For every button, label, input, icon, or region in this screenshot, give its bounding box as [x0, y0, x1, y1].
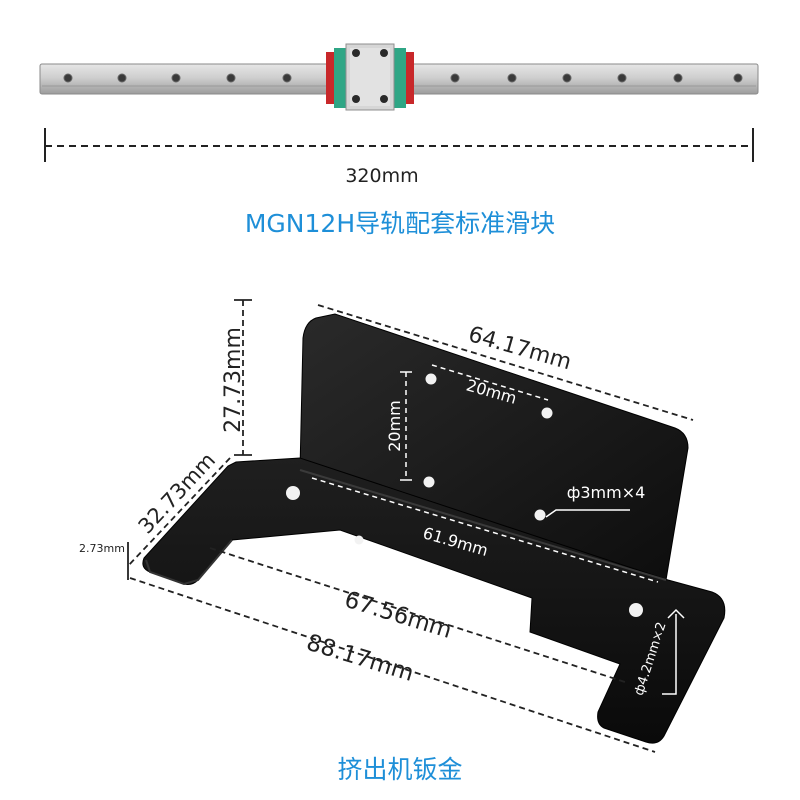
dim-height-left-label: 27.73mm — [221, 327, 246, 433]
rail-hole — [673, 73, 683, 83]
rail-hole — [171, 73, 181, 83]
rail-hole — [282, 73, 292, 83]
dim-hole-h-line — [431, 364, 549, 401]
dim-total-width-label: 88.17mm — [303, 630, 416, 687]
carriage-screw-hole — [352, 49, 360, 57]
rail-hole — [617, 73, 627, 83]
dim-inner-width-line — [311, 477, 659, 583]
rail-hole — [450, 73, 460, 83]
bracket-title: 挤出机钣金 — [337, 755, 463, 784]
carriage-endcap-left — [334, 48, 348, 108]
bracket-base-edge — [145, 539, 233, 586]
leader-arrow-large-hole — [662, 614, 677, 695]
rail-holes — [63, 73, 743, 83]
bracket-vertical-plate — [299, 313, 689, 581]
hole-large — [286, 486, 300, 500]
extruder-bracket — [142, 313, 726, 744]
carriage-seal-right — [404, 52, 414, 104]
leader-arrowhead — [667, 608, 685, 619]
rail-hole — [733, 73, 743, 83]
dim-thickness-label: 2.73mm — [79, 542, 125, 555]
bracket-small-holes — [423, 373, 553, 521]
dim-hole-v-label: 20mm — [385, 400, 404, 452]
rail-title: MGN12H导轨配套标准滑块 — [244, 209, 556, 238]
dim-total-width-line — [129, 577, 656, 753]
hole-small — [423, 476, 435, 488]
hole-small — [425, 373, 437, 385]
inner-dimensions — [311, 364, 685, 695]
rail-hole — [226, 73, 236, 83]
leader-arrow-small-hole — [545, 509, 630, 518]
mgn12h-carriage — [326, 43, 414, 111]
hole-small — [541, 407, 553, 419]
dim-width-top-line — [317, 304, 694, 421]
hole-large — [354, 535, 364, 545]
carriage-screw-hole — [352, 95, 360, 103]
carriage-endcap-right — [392, 48, 406, 108]
rail-hole — [507, 73, 517, 83]
carriage-screw-hole — [380, 95, 388, 103]
rail-hole — [63, 73, 73, 83]
rail-length-label: 320mm — [345, 165, 418, 187]
hole-small — [534, 509, 546, 521]
hole-large — [629, 603, 643, 617]
outer-dimensions — [127, 299, 694, 753]
linear-rail — [39, 43, 759, 111]
dim-inner-span-label: 67.56mm — [341, 587, 454, 644]
dim-depth-left-line — [127, 457, 231, 567]
bracket-bend-line — [299, 469, 667, 581]
dim-inner-span-line — [209, 547, 626, 683]
dim-hole-small-label: ф3mm×4 — [567, 483, 646, 502]
rail-hole — [117, 73, 127, 83]
rail-length-dimension — [44, 128, 754, 162]
rail-hole — [562, 73, 572, 83]
bracket-large-holes — [286, 486, 643, 617]
carriage-seal-left — [326, 52, 336, 104]
carriage-screw-hole — [380, 49, 388, 57]
